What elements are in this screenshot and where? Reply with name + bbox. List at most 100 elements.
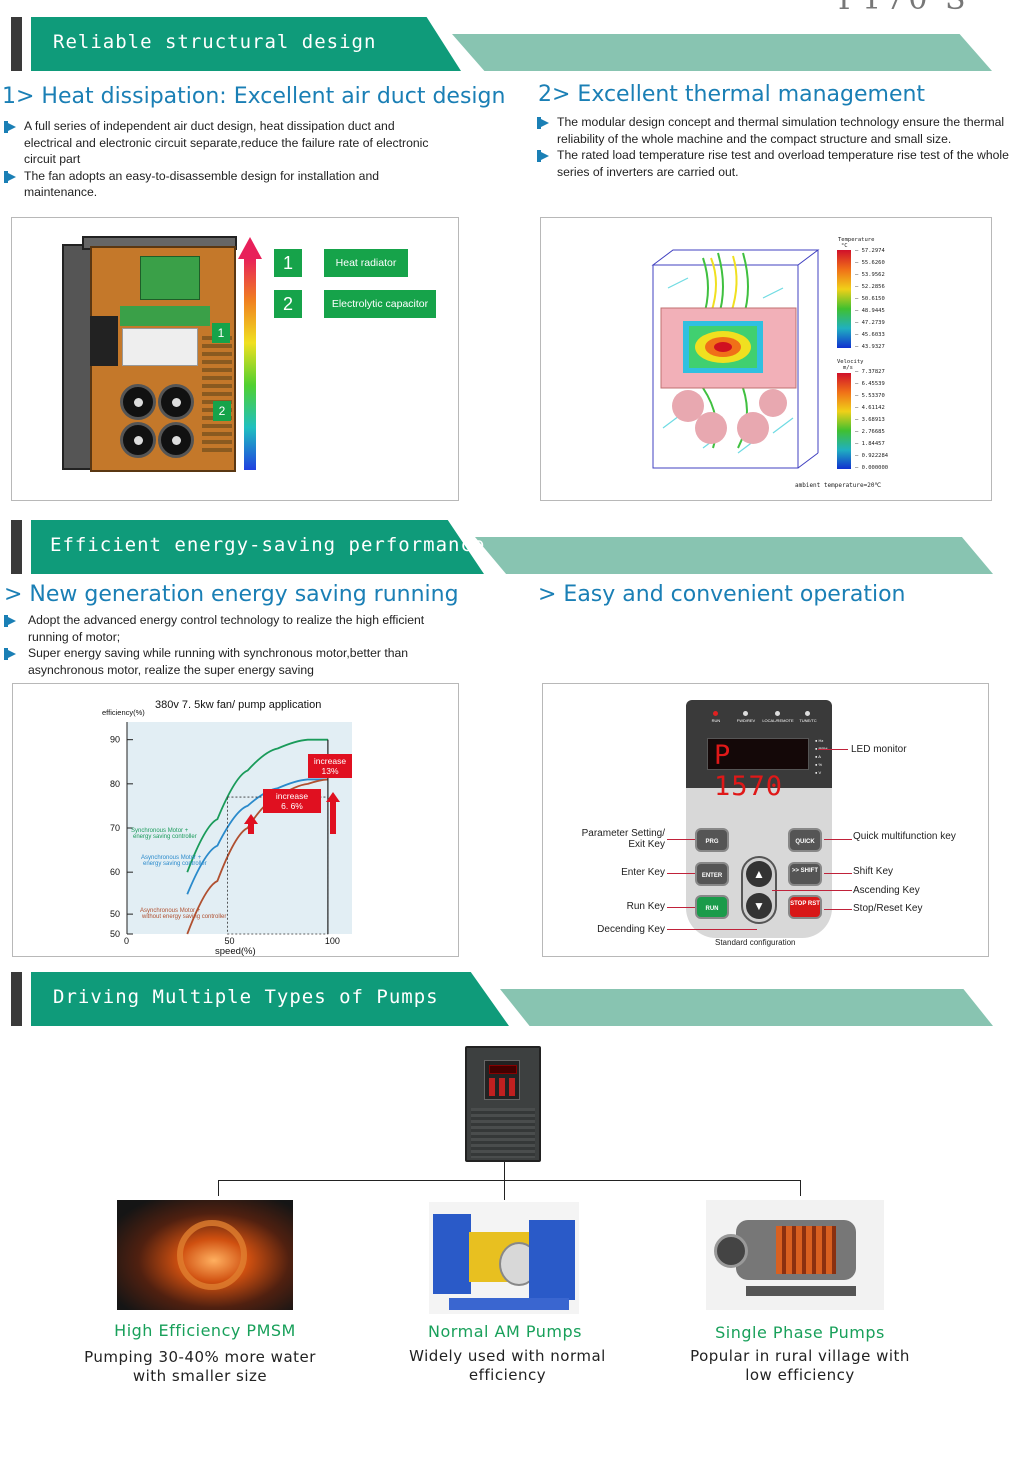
increase-badge-value: 6. 6%: [281, 801, 303, 811]
pump-desc-line: efficiency: [468, 1366, 547, 1384]
leader-line: [818, 749, 848, 750]
stop-reset-key-label: Stop/Reset Key: [853, 903, 923, 914]
indicator-led: [743, 711, 748, 716]
cabinet-fins: [202, 336, 232, 456]
velocity-legend-title: Velocity: [837, 359, 864, 365]
pump-desc-pmsm: Pumping 30-40% more water with smaller s…: [60, 1348, 340, 1386]
indicator-label: TUNE/TC: [799, 718, 817, 723]
heat-dissipation-text: A full series of independent air duct de…: [4, 118, 444, 201]
shift-key[interactable]: >> SHIFT: [788, 862, 822, 886]
series-line: [186, 738, 328, 873]
pump-desc-line: Widely used with normal: [409, 1347, 606, 1365]
bullet-triangle-icon: [537, 117, 549, 129]
enter-key-label: Enter Key: [621, 867, 665, 878]
banner-title: Reliable structural design: [53, 31, 377, 53]
bullet-item: The modular design concept and thermal s…: [537, 114, 1012, 147]
thermal-management-text: The modular design concept and thermal s…: [537, 114, 1012, 180]
legend-tick-label: — 1.84457: [855, 441, 885, 447]
header-fragment: P170 S: [838, 0, 970, 17]
pump-desc-line: low efficiency: [745, 1366, 855, 1384]
y-tick-label: 90: [110, 735, 120, 745]
inverter-led: [489, 1065, 517, 1074]
bullet-item: The fan adopts an easy-to-disassemble de…: [4, 168, 444, 201]
run-key-label: Run Key: [626, 901, 665, 912]
pump-housing: [529, 1220, 575, 1300]
unit-indicator: ● Hz: [815, 738, 824, 743]
descending-key-label: Decending Key: [597, 924, 665, 935]
capacitor-icon: [120, 422, 156, 458]
up-arrow-icon: [238, 237, 262, 259]
leader-line: [772, 890, 852, 891]
shift-key-label: Shift Key: [853, 866, 894, 877]
callout-number-2: 2: [274, 290, 302, 318]
capacitor-icon: [158, 422, 194, 458]
bullet-item: The rated load temperature rise test and…: [537, 147, 1012, 180]
callout-label-capacitor: Electrolytic capacitor: [324, 290, 436, 318]
efficiency-chart: 380v 7. 5kw fan/ pump application effici…: [102, 699, 352, 957]
increase-badge: [263, 789, 321, 813]
pump-desc-single-phase: Popular in rural village with low effici…: [670, 1347, 930, 1385]
bullet-triangle-icon: [4, 170, 16, 183]
velocity-legend-unit: m/s: [843, 365, 853, 371]
standard-configuration-caption: Standard configuration: [715, 938, 796, 947]
enter-key[interactable]: ENTER: [695, 862, 729, 886]
y-tick-label: 70: [110, 823, 120, 833]
leader-line: [667, 839, 695, 840]
descending-key[interactable]: ▼: [746, 893, 772, 919]
capacitor-icon: [120, 384, 156, 420]
indicator-led: [805, 711, 810, 716]
temperature-legend-title: Temperature: [838, 237, 875, 243]
inverter-cutaway-image: [62, 236, 242, 476]
pump-desc-line: Pumping 30-40% more water: [84, 1348, 316, 1366]
led-monitor-label: LED monitor: [851, 744, 907, 755]
quick-key[interactable]: QUICK: [788, 828, 822, 852]
legend-tick-label: — 57.2974: [855, 248, 885, 254]
thermal-management-heading: 2> Excellent thermal management: [538, 82, 926, 107]
banner-main-band: [31, 17, 461, 71]
bullet-item: Super energy saving while running with s…: [4, 645, 464, 678]
legend-tick-label: — 53.9562: [855, 272, 885, 278]
increase-badge-text: increase: [314, 756, 346, 766]
banner-dark-bar: [11, 17, 22, 71]
increase-badge-text: increase: [276, 791, 308, 801]
increase-badge-value: 13%: [321, 766, 338, 776]
unit-indicator: ● V: [815, 770, 822, 775]
energy-saving-text: Adopt the advanced energy control techno…: [4, 612, 464, 678]
run-key[interactable]: RUN: [695, 895, 729, 919]
unit-indicator: ● A: [815, 754, 821, 759]
pump-desc-am: Widely used with normal efficiency: [370, 1347, 645, 1385]
chart-title: 380v 7. 5kw fan/ pump application: [155, 699, 321, 711]
legend-tick-label: — 50.6150: [855, 296, 885, 302]
parameter-setting-label: Parameter Setting/ Exit Key: [581, 828, 665, 850]
pump-base: [449, 1298, 569, 1310]
inverter-fins: [471, 1108, 535, 1158]
series-label: Synchronous Motor +: [131, 828, 189, 834]
quick-multifunction-label: Quick multifunction key: [853, 831, 956, 842]
up-arrow-icon: [326, 792, 340, 802]
single-phase-pump-image: [706, 1200, 884, 1310]
bullet-item: A full series of independent air duct de…: [4, 118, 444, 168]
pump-title-am: Normal AM Pumps: [428, 1322, 582, 1341]
prg-key[interactable]: PRG: [695, 828, 729, 852]
legend-tick-label: — 3.68913: [855, 417, 885, 423]
legend-tick-label: — 4.61142: [855, 405, 885, 411]
legend-tick-label: — 2.76685: [855, 429, 885, 435]
stop-reset-key[interactable]: STOP RST: [788, 895, 822, 919]
airflow-gradient-bar: [244, 258, 256, 470]
increase-badge: [308, 754, 352, 778]
operation-heading: > Easy and convenient operation: [538, 582, 906, 607]
indicator-label: LOCAL/REMOTE: [762, 718, 794, 723]
thermal-simulation-figure: Temperature °C — 57.2974— 55.6260— 53.95…: [540, 217, 992, 501]
inverter-unit-image: [465, 1046, 541, 1162]
led-readout: P 1570: [714, 740, 784, 802]
am-pump-image: [429, 1202, 579, 1314]
banner-title: Driving Multiple Types of Pumps: [53, 986, 439, 1008]
tree-branch: [218, 1180, 801, 1181]
energy-saving-heading: > New generation energy saving running: [4, 582, 459, 607]
thermal-simulation-image: [651, 249, 820, 469]
ascending-key[interactable]: ▲: [746, 861, 772, 887]
leader-line: [667, 907, 695, 908]
banner-dark-bar: [11, 520, 22, 574]
ascending-key-label: Ascending Key: [853, 885, 920, 896]
marker-2: 2: [213, 401, 231, 421]
